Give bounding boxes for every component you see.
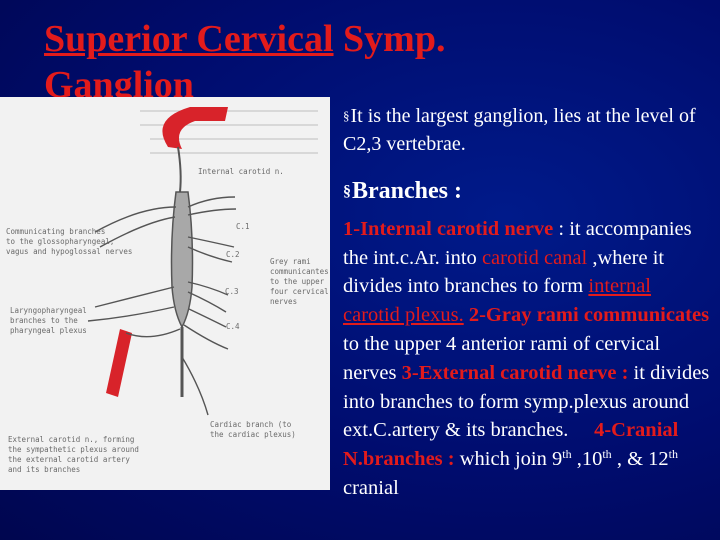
label-comm-1: Communicating branches [6,227,105,236]
external-carotid-artery [106,329,132,397]
slide-title: Superior Cervical Symp.Ganglion [44,16,445,108]
label-comm-2: to the glossopharyngeal, [6,237,114,246]
label-c2: C.2 [226,250,240,259]
branches-heading: §Branches : [343,177,713,207]
label-internal-carotid: Internal carotid n. [198,167,284,176]
branches-bullet: § [343,183,351,200]
label-ext-1: External carotid n., forming [8,435,134,444]
branch4-text-c: , & 12 [616,448,669,471]
branch1-colon: : it [553,217,581,240]
slide-title-underlined: Superior Cervical [44,18,334,60]
branch1-carotid: carotid [481,246,539,269]
branches-label: Branches : [352,178,462,204]
branch3-text: it divides into branches to form symp.pl… [343,361,710,442]
label-laryngo-1: Laryngopharyngeal [10,306,87,315]
label-laryngo-2: branches to the [10,316,78,325]
branch4-text-a: which join 9 [459,448,563,471]
branch1-text: accompanies the int.c.Ar. into [343,217,692,269]
label-gray-4: four cervical [270,287,329,296]
branch1-canal: canal [543,246,588,269]
label-c4: C.4 [226,322,240,331]
label-comm-3: vagus and hypoglossal nerves [6,247,132,256]
nerve-branches [87,196,237,416]
intro-paragraph: §It is the largest ganglion, lies at the… [343,102,713,158]
ganglion-diagram: Internal carotid n. C.1 C.2 C.3 C.4 Comm… [0,97,330,490]
ganglion-body [170,191,194,329]
label-c3: C.3 [225,287,239,296]
label-ext-3: the external carotid artery [8,455,130,464]
label-laryngo-3: pharyngeal plexus [10,326,87,335]
branch4-sup1: th [562,447,572,462]
internal-carotid-artery [162,107,228,149]
intro-text: It is the largest ganglion, lies at the … [343,105,696,155]
branch1-plexus: internal carotid plexus. [343,275,652,327]
branch4-colon: : [447,448,455,471]
intro-bullet: § [343,108,350,123]
branch4-text-b: ,10 [576,448,603,471]
label-gray-2: communicantes [270,267,329,276]
branches-paragraph: 1-Internal carotid nerve : it accompanie… [343,215,713,503]
branch1-name: 1-Internal carotid nerve [343,217,554,240]
label-gray-5: nerves [270,297,297,306]
label-cardiac-2: the cardiac plexus) [210,430,296,439]
label-cardiac-1: Cardiac branch (to [210,420,292,429]
internal-carotid-nerve-line [177,146,182,193]
label-ext-4: and its branches [8,465,80,474]
ganglion-diagram-svg: Internal carotid n. C.1 C.2 C.3 C.4 Comm… [6,107,329,474]
branch4-text-d: cranial [343,476,399,499]
branch4-sup3: th [668,447,678,462]
label-gray-1: Grey rami [270,257,311,266]
branch4-name: 4-Cranial N.branches [343,419,679,471]
branch3-name: 3-External carotid nerve : [401,361,629,384]
branch1-text2: ,where it divides into branches to form [343,246,665,298]
branch2-text: to the upper 4 anterior rami of cervical… [343,332,661,384]
label-c1: C.1 [236,222,250,231]
slide-body: §It is the largest ganglion, lies at the… [343,102,713,503]
label-ext-2: the sympathetic plexus around [8,445,139,454]
label-gray-3: to the upper [270,277,325,286]
branch4-sup2: th [602,447,612,462]
slide-title-rest: Symp. [333,18,446,60]
branch2-name: 2-Gray rami communicates [468,304,710,327]
